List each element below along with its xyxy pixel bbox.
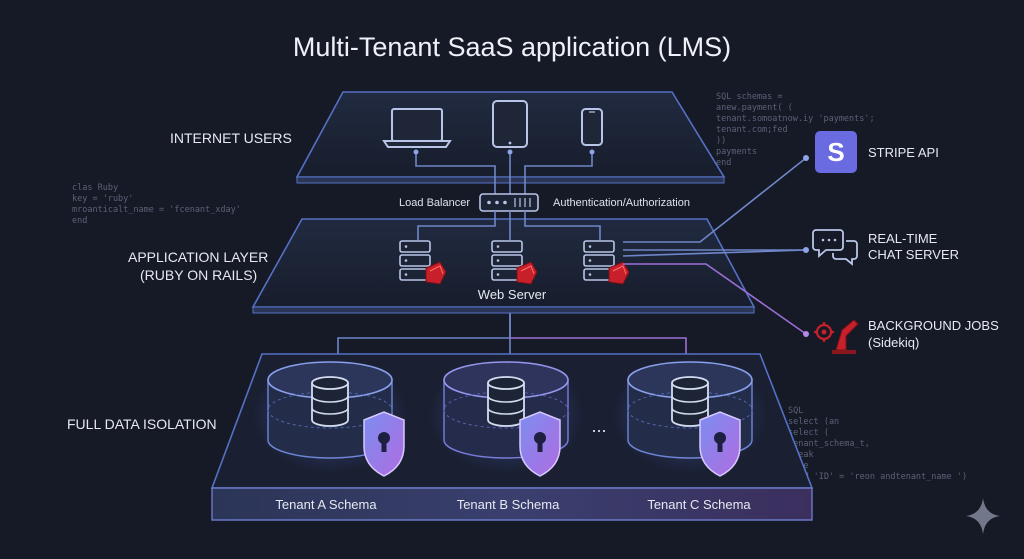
shield-lock-icon bbox=[519, 411, 561, 477]
gear-robot-arm-icon bbox=[814, 319, 859, 354]
application-plane-edge bbox=[252, 306, 755, 314]
internet-layer: INTERNET USERS bbox=[170, 91, 726, 196]
ruby-gem-icon bbox=[608, 261, 630, 285]
tenant-a-database bbox=[252, 357, 408, 477]
code-snippet-top-right: SQL schemas = anew.payment( ( tenant.som… bbox=[716, 92, 875, 168]
lb-to-server-3 bbox=[524, 211, 601, 240]
application-layer-label: APPLICATION LAYER bbox=[128, 249, 268, 265]
stripe-logo-icon bbox=[815, 131, 857, 173]
phone-icon bbox=[581, 108, 603, 146]
code-line: select (an bbox=[788, 417, 839, 427]
stripe-connector bbox=[623, 157, 807, 243]
code-line: tenant.somoatnow.iy 'payments'; bbox=[716, 114, 875, 124]
jobs-label: BACKGROUND JOBS bbox=[868, 318, 999, 333]
database-icon bbox=[311, 376, 349, 427]
load-balancer-label: Load Balancer bbox=[399, 197, 470, 209]
code-line: FROM 'ID' = 'reon andtenant_name ') bbox=[788, 472, 967, 482]
application-layer-sublabel: (RUBY ON RAILS) bbox=[140, 267, 257, 283]
stripe-logo-letter: S bbox=[827, 137, 844, 167]
application-layer: Web Server APPLICATION LAYER (RUBY ON RA… bbox=[128, 211, 756, 314]
stripe-service: S STRIPE API bbox=[815, 131, 939, 173]
jobs-service: BACKGROUND JOBS (Sidekiq) bbox=[814, 318, 999, 354]
diagram-title: Multi-Tenant SaaS application (LMS) bbox=[293, 32, 731, 62]
phone-connector bbox=[524, 150, 593, 196]
data-layer: ... Tenant A Schema Tenant B Schema Tena… bbox=[67, 313, 814, 521]
auth-label: Authentication/Authorization bbox=[553, 197, 690, 209]
data-plane-edge bbox=[211, 487, 813, 521]
code-line: mroanticalt_name = 'fcenant_xday' bbox=[72, 205, 241, 215]
tenant-a-label: Tenant A Schema bbox=[275, 497, 377, 512]
code-line: key = 'ruby' bbox=[72, 194, 133, 204]
code-snippet-bottom-right: SQL select (an select ( tenant_schema_t,… bbox=[788, 406, 967, 482]
laptop-connector bbox=[415, 150, 496, 196]
database-icon bbox=[671, 376, 709, 427]
code-line: SQL schemas = bbox=[716, 92, 783, 102]
more-tenants-ellipsis: ... bbox=[591, 416, 606, 436]
shield-lock-icon bbox=[699, 411, 741, 477]
code-snippet-left: clas Ruby key = 'ruby' mroanticalt_name … bbox=[72, 183, 241, 226]
code-line: end bbox=[72, 216, 87, 226]
code-line: break bbox=[788, 450, 814, 460]
tenant-c-label: Tenant C Schema bbox=[647, 497, 751, 512]
server-icon bbox=[399, 240, 431, 281]
jobs-connector bbox=[623, 263, 807, 335]
code-line: select ( bbox=[788, 428, 829, 438]
code-line: )) bbox=[716, 136, 726, 146]
stripe-label: STRIPE API bbox=[868, 145, 939, 160]
tenant-c-database bbox=[612, 357, 768, 477]
lb-to-server-1 bbox=[417, 211, 496, 240]
chat-connector-2 bbox=[622, 249, 807, 257]
web-server-label: Web Server bbox=[478, 287, 547, 302]
data-isolation-label: FULL DATA ISOLATION bbox=[67, 416, 217, 432]
code-line: tenant.com;fed bbox=[716, 125, 788, 135]
server-icon bbox=[491, 240, 523, 281]
code-line: tenant_schema_t, bbox=[788, 439, 870, 449]
load-balancer-device bbox=[479, 193, 539, 212]
code-line: clas Ruby bbox=[72, 183, 118, 193]
code-line: anew.payment( ( bbox=[716, 103, 793, 113]
shield-lock-icon bbox=[363, 411, 405, 477]
tenant-b-database bbox=[428, 357, 584, 477]
ruby-gem-icon bbox=[516, 261, 538, 285]
tenant-b-label: Tenant B Schema bbox=[457, 497, 560, 512]
server-icon bbox=[583, 240, 615, 281]
jobs-sublabel: (Sidekiq) bbox=[868, 335, 919, 350]
code-line: end bbox=[716, 158, 731, 168]
chat-sublabel: CHAT SERVER bbox=[868, 247, 959, 262]
code-line: SQL bbox=[788, 406, 803, 416]
tablet-icon bbox=[492, 100, 528, 148]
chat-service: REAL-TIME CHAT SERVER bbox=[812, 229, 959, 266]
chat-label: REAL-TIME bbox=[868, 231, 938, 246]
internet-users-label: INTERNET USERS bbox=[170, 130, 292, 146]
sparkle-icon bbox=[966, 498, 1000, 534]
code-line: payments bbox=[716, 147, 757, 157]
ruby-gem-icon bbox=[425, 261, 447, 285]
chat-bubbles-icon bbox=[812, 229, 858, 266]
database-icon bbox=[487, 376, 525, 427]
laptop-icon bbox=[382, 108, 452, 148]
